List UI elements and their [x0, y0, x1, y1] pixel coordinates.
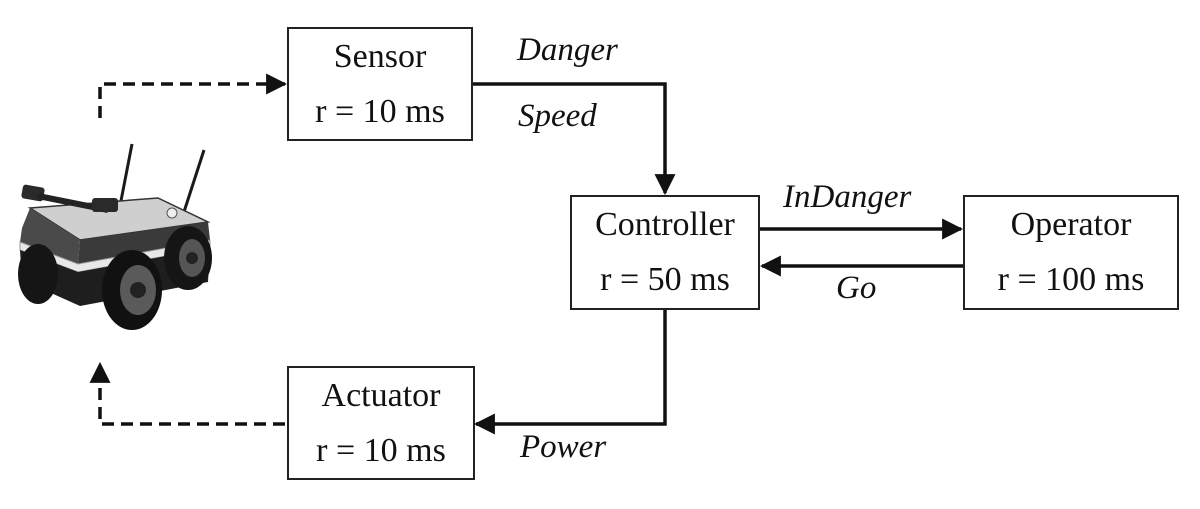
- sensor-box: Sensor r = 10 ms: [287, 27, 473, 141]
- controller-box: Controller r = 50 ms: [570, 195, 760, 310]
- actuator-name: Actuator: [321, 376, 441, 414]
- operator-name: Operator: [1010, 205, 1132, 243]
- robot-to-sensor-arrow: [98, 73, 288, 118]
- actuator-box: Actuator r = 10 ms: [287, 366, 475, 480]
- robot-rover-image: [18, 143, 212, 330]
- operator-box: Operator r = 100 ms: [963, 195, 1179, 310]
- sensor-name: Sensor: [333, 37, 427, 75]
- actuator-to-robot-arrow: [89, 361, 285, 426]
- go-signal-label: Go: [836, 270, 877, 306]
- speed-signal-label: Speed: [518, 98, 597, 134]
- sensor-rate: r = 10 ms: [315, 92, 445, 130]
- actuator-rate: r = 10 ms: [316, 431, 446, 469]
- sensor-to-controller-arrow: [473, 82, 676, 196]
- controller-rate: r = 50 ms: [600, 261, 730, 299]
- power-signal-label: Power: [520, 429, 607, 465]
- controller-name: Controller: [595, 205, 735, 243]
- in-danger-signal-label: InDanger: [783, 179, 912, 215]
- operator-rate: r = 100 ms: [997, 261, 1145, 299]
- danger-signal-label: Danger: [517, 32, 618, 68]
- controller-to-actuator-arrow: [473, 310, 667, 435]
